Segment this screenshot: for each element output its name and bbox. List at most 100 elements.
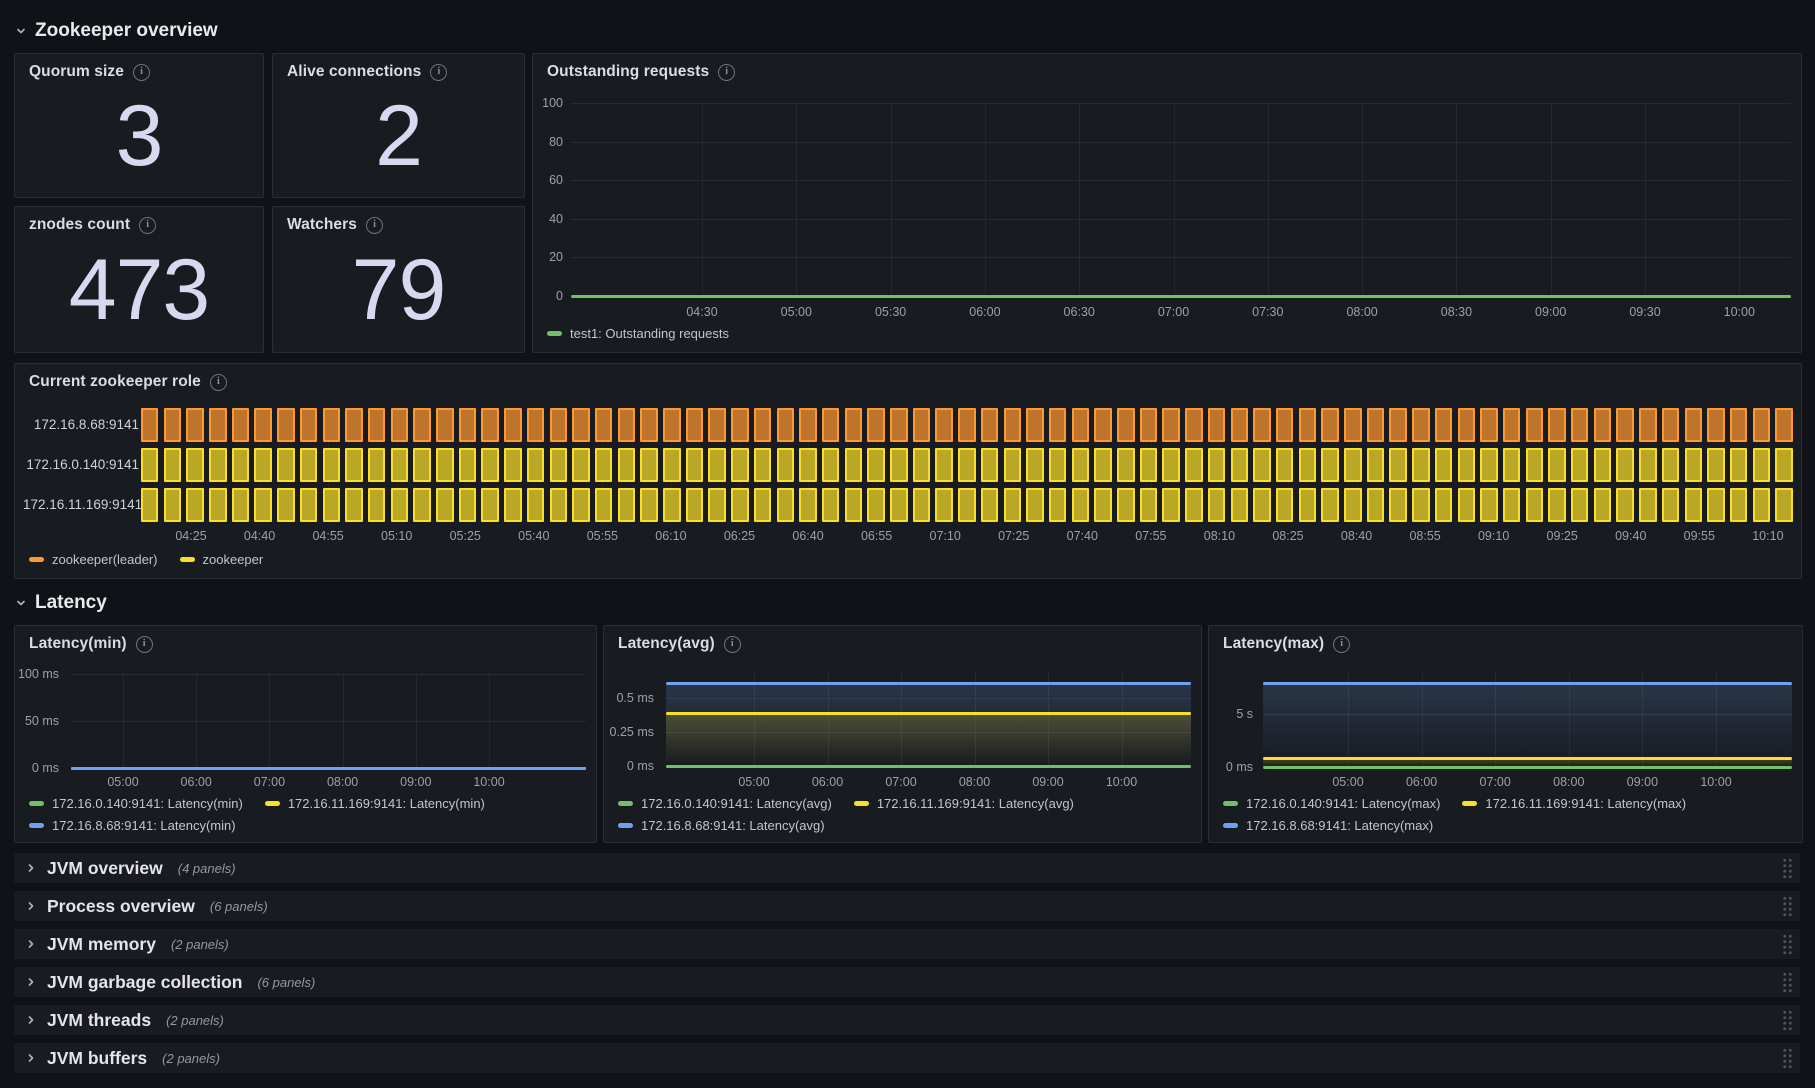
panel-title[interactable]: Current zookeeper role	[29, 373, 201, 390]
state-bar-zookeeper[interactable]	[594, 448, 613, 482]
state-bar-zookeeper(leader)[interactable]	[731, 408, 749, 442]
state-bar-zookeeper[interactable]	[753, 448, 772, 482]
state-bar-zookeeper(leader)[interactable]	[799, 408, 817, 442]
state-bar-zookeeper[interactable]	[413, 488, 431, 522]
state-bar-zookeeper[interactable]	[708, 488, 726, 522]
state-bar-zookeeper[interactable]	[1752, 448, 1771, 482]
state-bar-zookeeper(leader)[interactable]	[867, 408, 885, 442]
state-bar-zookeeper(leader)[interactable]	[1571, 408, 1589, 442]
state-bar-zookeeper(leader)[interactable]	[708, 408, 726, 442]
state-bar-zookeeper(leader)[interactable]	[821, 408, 840, 442]
state-bar-zookeeper(leader)[interactable]	[1775, 408, 1793, 442]
state-bar-zookeeper(leader)[interactable]	[1003, 408, 1022, 442]
state-bar-zookeeper[interactable]	[1321, 488, 1339, 522]
drag-handle-icon[interactable]	[1782, 971, 1793, 993]
state-bar-zookeeper[interactable]	[1117, 448, 1135, 482]
state-bar-zookeeper[interactable]	[685, 488, 704, 522]
legend-item[interactable]: 172.16.11.169:9141: Latency(min)	[264, 796, 485, 811]
state-bar-zookeeper(leader)[interactable]	[299, 408, 318, 442]
state-bar-zookeeper[interactable]	[1298, 488, 1317, 522]
state-bar-zookeeper[interactable]	[1775, 448, 1793, 482]
state-bar-zookeeper(leader)[interactable]	[1026, 408, 1044, 442]
state-bar-zookeeper[interactable]	[481, 448, 499, 482]
state-bar-zookeeper(leader)[interactable]	[1729, 408, 1748, 442]
state-bar-zookeeper[interactable]	[1253, 448, 1271, 482]
state-bar-zookeeper[interactable]	[821, 448, 840, 482]
state-bar-zookeeper[interactable]	[1775, 488, 1793, 522]
state-bar-zookeeper(leader)[interactable]	[1094, 408, 1112, 442]
state-bar-zookeeper[interactable]	[1298, 448, 1317, 482]
state-bar-zookeeper[interactable]	[1752, 488, 1771, 522]
state-bar-zookeeper(leader)[interactable]	[890, 408, 908, 442]
state-bar-zookeeper(leader)[interactable]	[1139, 408, 1158, 442]
info-icon[interactable]: i	[209, 373, 227, 391]
state-bar-zookeeper[interactable]	[1480, 448, 1498, 482]
state-bar-zookeeper(leader)[interactable]	[1071, 408, 1090, 442]
state-bar-zookeeper[interactable]	[322, 488, 341, 522]
state-bar-zookeeper[interactable]	[572, 488, 590, 522]
state-bar-zookeeper[interactable]	[1048, 448, 1067, 482]
state-bar-zookeeper[interactable]	[1094, 488, 1112, 522]
state-bar-zookeeper[interactable]	[390, 488, 409, 522]
state-bar-zookeeper(leader)[interactable]	[141, 408, 159, 442]
state-bar-zookeeper(leader)[interactable]	[1502, 408, 1521, 442]
state-bar-zookeeper[interactable]	[1048, 488, 1067, 522]
state-bar-zookeeper[interactable]	[163, 488, 182, 522]
state-bar-zookeeper[interactable]	[572, 448, 590, 482]
state-bar-zookeeper[interactable]	[1457, 488, 1475, 522]
state-bar-zookeeper(leader)[interactable]	[163, 408, 182, 442]
state-bar-zookeeper[interactable]	[776, 448, 795, 482]
state-bar-zookeeper(leader)[interactable]	[458, 408, 477, 442]
state-bar-zookeeper(leader)[interactable]	[277, 408, 295, 442]
state-bar-zookeeper[interactable]	[1502, 448, 1521, 482]
state-bar-zookeeper[interactable]	[1707, 448, 1725, 482]
state-bar-zookeeper(leader)[interactable]	[753, 408, 772, 442]
state-bar-zookeeper[interactable]	[1684, 448, 1702, 482]
state-bar-zookeeper[interactable]	[209, 488, 227, 522]
state-bar-zookeeper[interactable]	[799, 488, 817, 522]
state-bar-zookeeper[interactable]	[1593, 488, 1612, 522]
state-bar-zookeeper[interactable]	[1661, 488, 1680, 522]
drag-handle-icon[interactable]	[1782, 933, 1793, 955]
panel-title[interactable]: Alive connections	[287, 63, 422, 80]
state-bar-zookeeper[interactable]	[1139, 448, 1158, 482]
state-bar-zookeeper[interactable]	[1571, 448, 1589, 482]
state-bar-zookeeper[interactable]	[912, 448, 931, 482]
state-bar-zookeeper[interactable]	[1230, 488, 1249, 522]
state-bar-zookeeper(leader)[interactable]	[526, 408, 545, 442]
state-bar-zookeeper[interactable]	[413, 448, 431, 482]
state-bar-zookeeper[interactable]	[367, 448, 386, 482]
state-bar-zookeeper[interactable]	[458, 488, 477, 522]
state-bar-zookeeper[interactable]	[640, 488, 658, 522]
state-bar-zookeeper[interactable]	[345, 448, 363, 482]
state-bar-zookeeper(leader)[interactable]	[1593, 408, 1612, 442]
state-bar-zookeeper(leader)[interactable]	[345, 408, 363, 442]
state-bar-zookeeper(leader)[interactable]	[209, 408, 227, 442]
state-bar-zookeeper[interactable]	[1139, 488, 1158, 522]
row-process-overview[interactable]: Process overview (6 panels)	[14, 891, 1800, 921]
panel-title[interactable]: Quorum size	[29, 63, 124, 80]
state-bar-zookeeper[interactable]	[844, 488, 863, 522]
state-bar-zookeeper(leader)[interactable]	[186, 408, 204, 442]
state-bar-zookeeper[interactable]	[504, 488, 522, 522]
state-bar-zookeeper[interactable]	[980, 448, 999, 482]
state-bar-zookeeper(leader)[interactable]	[1389, 408, 1407, 442]
legend-item[interactable]: test1: Outstanding requests	[547, 326, 729, 341]
row-jvm-overview[interactable]: JVM overview (4 panels)	[14, 853, 1800, 883]
state-bar-zookeeper[interactable]	[390, 448, 409, 482]
info-icon[interactable]: i	[366, 216, 383, 234]
state-bar-zookeeper[interactable]	[1729, 488, 1748, 522]
state-bar-zookeeper[interactable]	[594, 488, 613, 522]
state-bar-zookeeper[interactable]	[1525, 488, 1544, 522]
state-bar-zookeeper[interactable]	[821, 488, 840, 522]
state-bar-zookeeper[interactable]	[1616, 488, 1634, 522]
state-bar-zookeeper(leader)[interactable]	[413, 408, 431, 442]
state-bar-zookeeper[interactable]	[549, 488, 568, 522]
state-bar-zookeeper[interactable]	[141, 448, 159, 482]
row-jvm-memory[interactable]: JVM memory (2 panels)	[14, 929, 1800, 959]
state-bar-zookeeper[interactable]	[367, 488, 386, 522]
state-bar-zookeeper[interactable]	[1117, 488, 1135, 522]
state-bar-zookeeper[interactable]	[1162, 448, 1180, 482]
state-bar-zookeeper[interactable]	[1253, 488, 1271, 522]
state-bar-zookeeper(leader)[interactable]	[980, 408, 999, 442]
